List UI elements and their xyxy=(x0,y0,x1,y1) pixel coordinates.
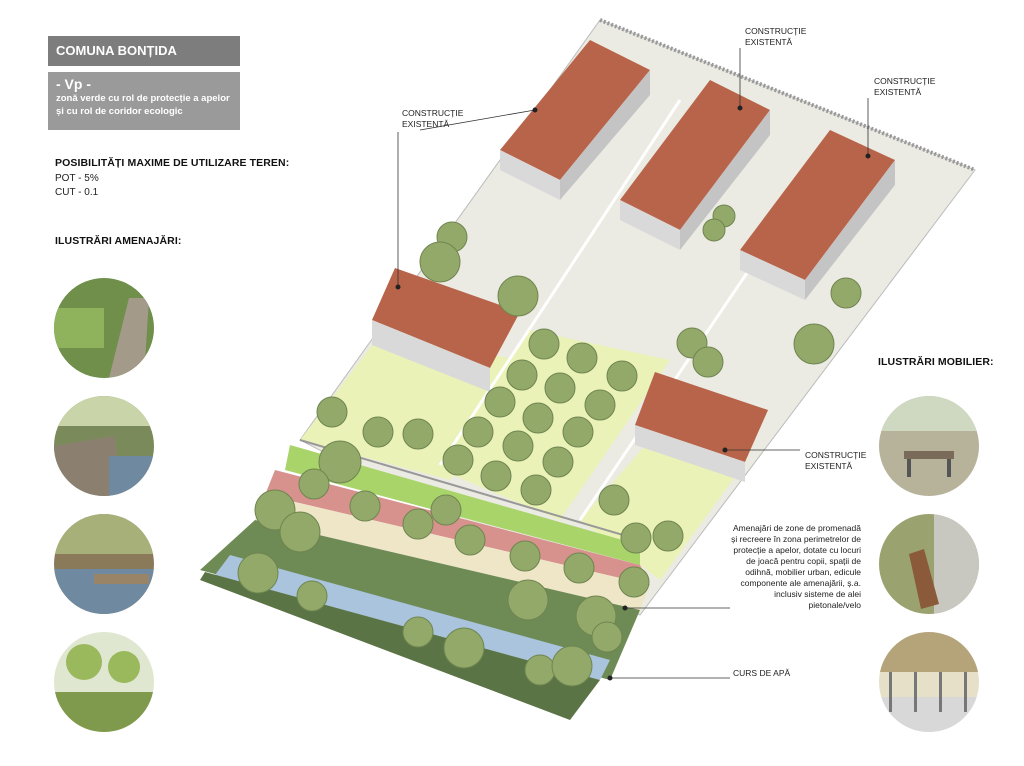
landscaping-photo-pier xyxy=(54,514,154,614)
landscaping-heading: ILUSTRĂRI AMENAJĂRI: xyxy=(55,235,182,247)
zone-code: - Vp - xyxy=(56,76,91,92)
zone-desc-line1: zonă verde cu rol de protecție a apelor xyxy=(56,93,230,104)
river-bank-lower xyxy=(200,572,600,720)
house-existing xyxy=(740,130,895,300)
green-strip xyxy=(285,445,640,565)
fence xyxy=(599,18,976,172)
label-promenade: Amenajări de zone de promenadă și recree… xyxy=(731,523,861,610)
cut-value: CUT - 0.1 xyxy=(55,187,99,198)
furniture-photo-chair xyxy=(879,514,979,614)
tree-group xyxy=(237,204,862,687)
house-existing xyxy=(635,372,768,482)
leader-lines xyxy=(397,48,869,679)
landscaping-photo-trees xyxy=(54,632,154,732)
house-existing xyxy=(372,268,520,392)
commune-title: COMUNA BONȚIDA xyxy=(48,36,240,66)
furniture-photo-bench xyxy=(879,396,979,496)
zone-desc-line2: și cu rol de coridor ecologic xyxy=(56,106,183,117)
landscaping-photo-steps xyxy=(54,396,154,496)
zone-description-box: - Vp - zonă verde cu rol de protecție a … xyxy=(48,72,240,130)
label-watercourse: CURS DE APĂ xyxy=(733,668,791,678)
house-existing xyxy=(620,80,770,250)
pedestrian-path xyxy=(255,495,650,610)
pot-value: POT - 5% xyxy=(55,173,99,184)
house-existing xyxy=(500,40,650,200)
usage-heading: POSIBILITĂȚI MAXIME DE UTILIZARE TEREN: xyxy=(55,157,290,169)
furniture-heading: ILUSTRĂRI MOBILIER: xyxy=(878,356,994,368)
leader-dots xyxy=(395,105,871,681)
furniture-photo-bike-rack xyxy=(879,632,979,732)
landscaping-photo-boardwalk xyxy=(54,278,154,378)
